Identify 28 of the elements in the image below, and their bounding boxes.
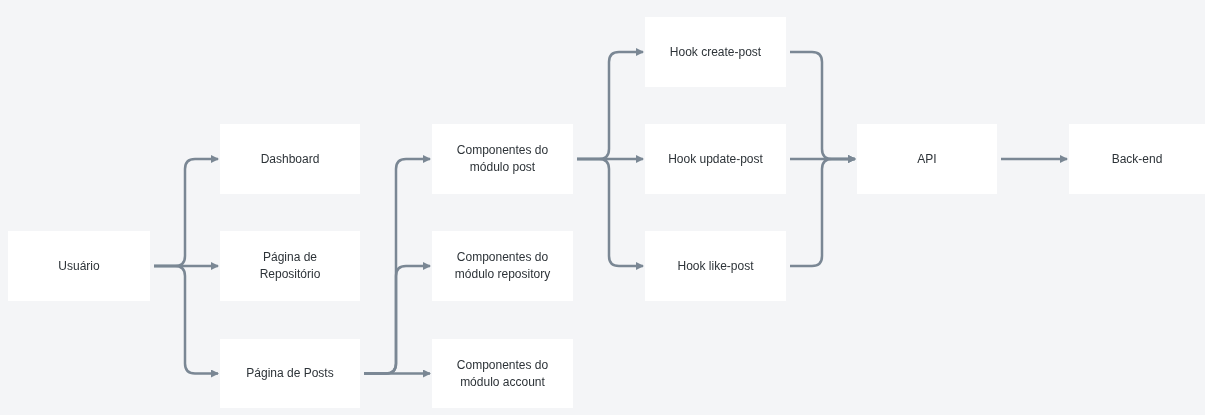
box-label: Back-end — [1111, 150, 1163, 168]
box-label: Usuário — [58, 257, 100, 275]
arrow — [154, 264, 219, 378]
process-box — [645, 17, 786, 87]
process-box — [220, 231, 360, 301]
process-box — [1069, 124, 1205, 194]
process-box — [432, 231, 573, 301]
process-box — [432, 339, 573, 408]
arrow — [364, 369, 431, 378]
arrow — [577, 157, 644, 270]
box-label: Hook like-post — [677, 257, 754, 275]
process-box — [432, 124, 573, 194]
box-label: Dashboard — [260, 150, 320, 168]
box-label: Componentes do módulo account — [455, 356, 550, 391]
process-box — [645, 124, 786, 194]
arrow — [790, 155, 856, 268]
process-box — [220, 339, 360, 408]
arrow — [1001, 155, 1068, 163]
box-label: Hook create-post — [669, 43, 762, 61]
process-box — [857, 124, 997, 194]
box-label: Hook update-post — [668, 150, 763, 168]
box-label: Componentes do módulo repository — [453, 249, 552, 283]
box-label: API — [917, 150, 937, 168]
box-label: Componentes do módulo post — [455, 142, 550, 176]
box-label: Página de Posts — [246, 365, 334, 382]
box-label: Página de Repositório — [258, 249, 322, 283]
process-box — [220, 124, 360, 194]
process-box — [645, 231, 786, 301]
